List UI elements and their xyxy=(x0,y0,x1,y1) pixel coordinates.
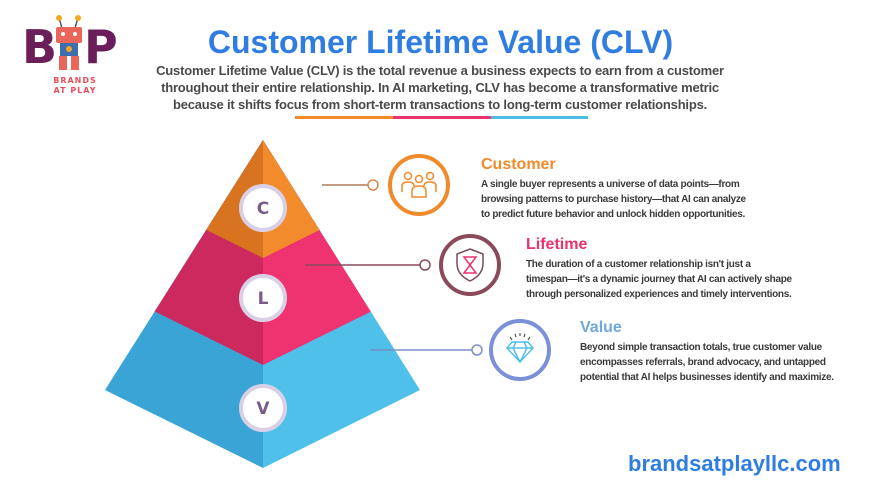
robot-icon xyxy=(56,15,82,70)
logo-text-line2: AT PLAY xyxy=(53,86,97,95)
section-heading: Customer xyxy=(481,156,556,173)
intro-line: because it shifts focus from short-term … xyxy=(172,97,708,112)
section-line: Beyond simple transaction totals, true c… xyxy=(580,342,822,353)
divider-pink xyxy=(393,116,491,119)
connector-value xyxy=(370,344,483,356)
website-link[interactable]: brandsatplayllc.com xyxy=(628,451,841,476)
logo-letter-p: P xyxy=(84,20,118,74)
section-line: through personalized experiences and tim… xyxy=(526,289,792,300)
connector-customer xyxy=(322,179,379,191)
intro-paragraph: Customer Lifetime Value (CLV) is the tot… xyxy=(100,62,780,113)
logo-text-line1: BRANDS xyxy=(53,76,97,85)
section-line: encompasses referrals, brand advocacy, a… xyxy=(580,357,826,368)
hourglass-shield-icon xyxy=(439,234,501,296)
svg-text:C: C xyxy=(257,199,269,219)
section-line: potential that AI helps businesses ident… xyxy=(580,372,834,383)
svg-text:L: L xyxy=(258,289,269,309)
connector-lifetime xyxy=(305,259,431,271)
divider-orange xyxy=(295,116,393,119)
section-line: timespan—it's a dynamic journey that AI … xyxy=(526,274,792,285)
pyramid-letter-c: C xyxy=(239,184,287,232)
pyramid-letter-l: L xyxy=(239,274,287,322)
section-line: A single buyer represents a universe of … xyxy=(481,179,740,190)
page-title: Customer Lifetime Value (CLV) xyxy=(207,24,674,60)
people-icon xyxy=(388,154,450,216)
divider-blue xyxy=(491,116,588,119)
diamond-icon xyxy=(489,319,551,381)
section-line: browsing patterns to purchase history—th… xyxy=(481,194,746,205)
intro-line: throughout their entire relationship. In… xyxy=(161,80,719,95)
section-customer: Customer A single buyer represents a uni… xyxy=(481,155,746,222)
pyramid-letter-v: V xyxy=(239,384,287,432)
logo-letter-b: B xyxy=(22,20,58,74)
section-line: The duration of a customer relationship … xyxy=(526,259,751,270)
intro-line: Customer Lifetime Value (CLV) is the tot… xyxy=(156,63,724,78)
section-heading: Value xyxy=(580,319,622,336)
section-heading: Lifetime xyxy=(526,236,588,253)
section-lifetime: Lifetime The duration of a customer rela… xyxy=(526,235,792,302)
section-value: Value Beyond simple transaction totals, … xyxy=(580,318,834,385)
section-line: to predict future behavior and unlock hi… xyxy=(481,209,745,220)
svg-text:V: V xyxy=(256,399,270,419)
